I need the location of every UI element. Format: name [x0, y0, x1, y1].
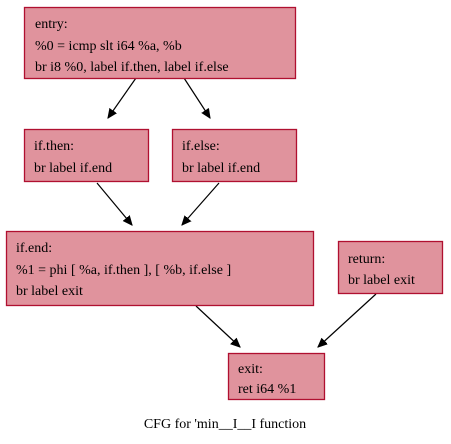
node-return: return: br label exit: [337, 240, 444, 295]
node-if-else-box: [171, 128, 298, 183]
node-if-end-terminator: br label exit: [16, 284, 83, 299]
node-exit-terminator: ret i64 %1: [238, 382, 296, 397]
edge-if-then-to-if-end: [96, 182, 132, 225]
node-entry-box: [23, 6, 297, 80]
node-if-else-label: if.else:: [182, 139, 220, 154]
node-if-then-label: if.then:: [34, 139, 74, 154]
node-entry-label: entry:: [35, 17, 68, 32]
node-return-box: [337, 240, 444, 295]
node-if-else: if.else: br label if.end: [171, 128, 298, 183]
node-entry-instruction: %0 = icmp slt i64 %a, %b: [35, 39, 182, 54]
edges: [96, 77, 377, 347]
node-if-then: if.then: br label if.end: [23, 128, 150, 183]
node-exit-box: [227, 352, 326, 401]
node-if-else-terminator: br label if.end: [182, 161, 260, 176]
node-if-end: if.end: %1 = phi [ %a, if.then ], [ %b, …: [5, 230, 315, 307]
node-if-end-box: [5, 230, 315, 307]
edge-entry-to-if-then: [108, 77, 137, 118]
diagram-caption: CFG for 'min__I__I function: [144, 417, 306, 432]
edge-if-end-to-exit: [195, 305, 240, 347]
node-if-then-terminator: br label if.end: [34, 161, 112, 176]
node-if-end-instruction: %1 = phi [ %a, if.then ], [ %b, if.else …: [16, 263, 231, 278]
node-exit-label: exit:: [238, 362, 263, 377]
edge-if-else-to-if-end: [182, 182, 220, 225]
node-entry-terminator: br i8 %0, label if.then, label if.else: [35, 60, 229, 75]
node-return-label: return:: [348, 252, 385, 267]
node-if-then-box: [23, 128, 150, 183]
edge-return-to-exit: [318, 293, 377, 347]
edge-entry-to-if-else: [183, 77, 210, 118]
node-if-end-label: if.end:: [16, 241, 52, 256]
node-exit: exit: ret i64 %1: [227, 352, 326, 401]
node-return-terminator: br label exit: [348, 273, 415, 288]
node-entry: entry: %0 = icmp slt i64 %a, %b br i8 %0…: [23, 6, 297, 80]
